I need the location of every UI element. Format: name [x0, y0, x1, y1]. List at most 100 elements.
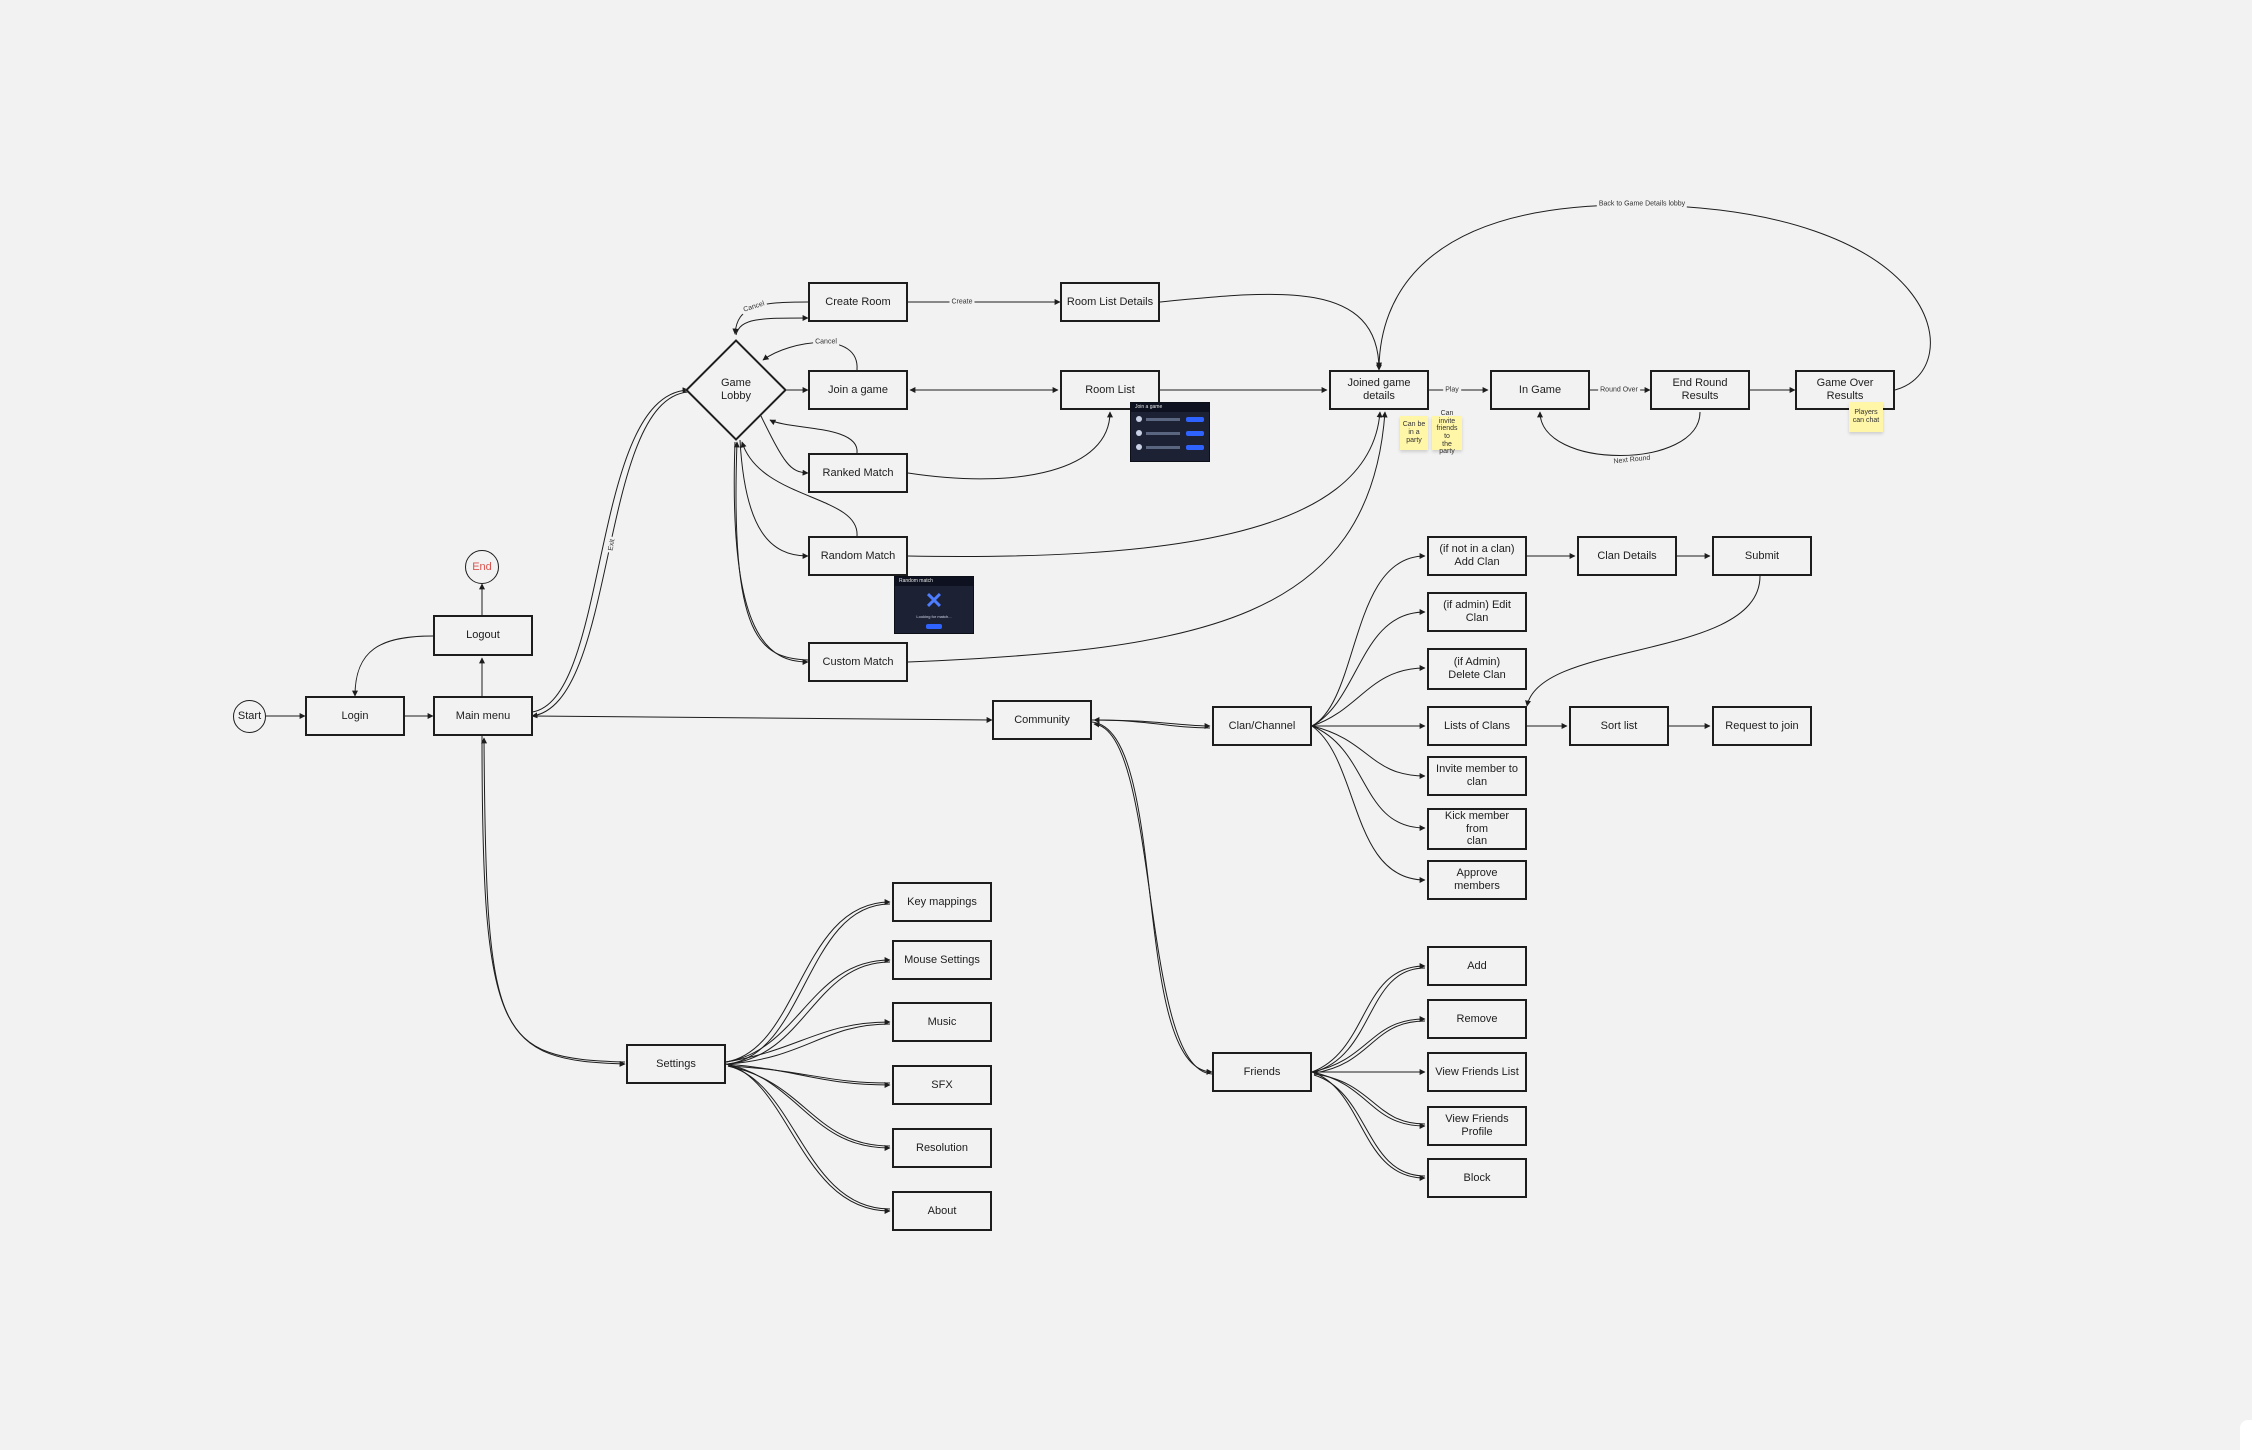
random-match-mockup-body: ✕ Looking for match...: [895, 586, 973, 633]
sort-list-node[interactable]: Sort list: [1569, 706, 1669, 746]
start-node[interactable]: Start: [233, 700, 266, 733]
edge-mainmenu-community: [531, 715, 993, 723]
joined-game-details-node[interactable]: Joined game details: [1329, 370, 1429, 410]
edge-about-settings: [727, 1065, 891, 1210]
cancel-search-button[interactable]: [926, 624, 942, 629]
join-button[interactable]: [1186, 416, 1204, 422]
edit-clan-node[interactable]: (if admin) Edit Clan: [1427, 592, 1527, 632]
edge-label-play: Play: [1443, 386, 1461, 394]
edge-custom-joined: [907, 411, 1388, 663]
end-round-results-node[interactable]: End Round Results: [1650, 370, 1750, 410]
game-lobby-label: Game Lobby: [721, 377, 751, 402]
edge-clan-invite: [1311, 725, 1426, 779]
join-game-mockup-title: Join a game: [1131, 403, 1209, 412]
avatar: [1136, 444, 1142, 450]
friends-add-node[interactable]: Add: [1427, 946, 1527, 986]
sfx-node[interactable]: SFX: [892, 1065, 992, 1105]
edge-label-round-over: Round Over: [1598, 386, 1640, 394]
edge-roomlistdetails-joined: [1159, 293, 1382, 371]
edge-keymap-settings: [727, 903, 891, 1065]
ranked-match-node[interactable]: Ranked Match: [808, 453, 908, 493]
edge-mouse-settings: [727, 961, 891, 1065]
edge-clan-approve: [1311, 725, 1426, 883]
join-button[interactable]: [1186, 444, 1204, 450]
random-match-node[interactable]: Random Match: [808, 536, 908, 576]
community-node[interactable]: Community: [992, 700, 1092, 740]
music-node[interactable]: Music: [892, 1002, 992, 1042]
add-clan-node[interactable]: (if not in a clan) Add Clan: [1427, 536, 1527, 576]
canvas-corner-panel: [2240, 1420, 2252, 1450]
edge-clan-deleteclan: [1311, 665, 1426, 727]
end-node[interactable]: End: [465, 550, 499, 584]
friends-remove-node[interactable]: Remove: [1427, 999, 1527, 1039]
edge-settings-mainmenu: [481, 737, 626, 1063]
edge-settings-mouse: [725, 957, 891, 1063]
edge-friends-add: [1311, 963, 1426, 1073]
room-list-details-node[interactable]: Room List Details: [1060, 282, 1160, 322]
request-to-join-node[interactable]: Request to join: [1712, 706, 1812, 746]
row-label: [1146, 431, 1180, 435]
row-label: [1146, 445, 1180, 449]
block-node[interactable]: Block: [1427, 1158, 1527, 1198]
about-node[interactable]: About: [892, 1191, 992, 1231]
edge-lobby-random: [739, 439, 809, 559]
key-mappings-node[interactable]: Key mappings: [892, 882, 992, 922]
login-node[interactable]: Login: [305, 696, 405, 736]
list-item: [1131, 412, 1209, 426]
edge-add-friends: [1313, 967, 1426, 1073]
random-match-mockup-title: Random match: [895, 577, 973, 586]
friends-node[interactable]: Friends: [1212, 1052, 1312, 1092]
edge-lobby-createroom: [735, 315, 809, 336]
settings-node[interactable]: Settings: [626, 1044, 726, 1084]
edge-settings-about: [725, 1063, 891, 1214]
edge-settings-keymap: [725, 899, 891, 1063]
edge-sfx-settings: [727, 1065, 891, 1084]
edge-label-back-to-lobby: Back to Game Details lobby: [1596, 200, 1688, 208]
edge-label-cancel-join: Cancel: [813, 338, 839, 346]
main-menu-node[interactable]: Main menu: [433, 696, 533, 736]
edge-logout-login: [352, 635, 434, 697]
custom-match-node[interactable]: Custom Match: [808, 642, 908, 682]
sticky-note-party: Can be in a party: [1400, 416, 1428, 450]
edge-friends-block: [1311, 1071, 1426, 1181]
random-match-status: Looking for match...: [916, 614, 952, 619]
mouse-settings-node[interactable]: Mouse Settings: [892, 940, 992, 980]
edge-lobby-mainmenu: [531, 391, 689, 719]
view-friends-profile-node[interactable]: View Friends Profile: [1427, 1106, 1527, 1146]
random-match-mockup: Random match ✕ Looking for match...: [894, 576, 974, 634]
submit-node[interactable]: Submit: [1712, 536, 1812, 576]
clan-details-node[interactable]: Clan Details: [1577, 536, 1677, 576]
avatar: [1136, 416, 1142, 422]
list-item: [1131, 426, 1209, 440]
view-friends-list-node[interactable]: View Friends List: [1427, 1052, 1527, 1092]
edge-settings-music: [725, 1019, 891, 1063]
edge-mainmenu-settings: [481, 735, 626, 1067]
join-a-game-node[interactable]: Join a game: [808, 370, 908, 410]
kick-member-node[interactable]: Kick member from clan: [1427, 808, 1527, 850]
edge-friends-community: [1093, 721, 1213, 1075]
edge-resolution-settings: [727, 1065, 891, 1147]
clan-channel-node[interactable]: Clan/Channel: [1212, 706, 1312, 746]
delete-clan-node[interactable]: (if Admin) Delete Clan: [1427, 648, 1527, 690]
lists-of-clans-node[interactable]: Lists of Clans: [1427, 706, 1527, 746]
logout-node[interactable]: Logout: [433, 615, 533, 656]
edge-mainmenu-lobby: [531, 387, 689, 713]
crossed-swords-icon: ✕: [924, 588, 944, 613]
approve-members-node[interactable]: Approve members: [1427, 860, 1527, 900]
edge-remove-friends: [1313, 1020, 1426, 1074]
edge-clan-community: [1093, 717, 1211, 729]
row-label: [1146, 417, 1180, 421]
create-room-node[interactable]: Create Room: [808, 282, 908, 322]
resolution-node[interactable]: Resolution: [892, 1128, 992, 1168]
edge-clan-kick: [1311, 725, 1426, 831]
edge-block-friends: [1313, 1074, 1426, 1177]
join-button[interactable]: [1186, 430, 1204, 436]
edge-community-friends: [1091, 721, 1213, 1075]
in-game-node[interactable]: In Game: [1490, 370, 1590, 410]
invite-member-node[interactable]: Invite member to clan: [1427, 756, 1527, 796]
join-game-mockup: Join a game: [1130, 402, 1210, 462]
avatar: [1136, 430, 1142, 436]
edge-ranked-lobby: [769, 419, 858, 454]
game-lobby-node[interactable]: Game Lobby: [685, 339, 787, 441]
sticky-note-chat: Players can chat: [1849, 402, 1883, 432]
